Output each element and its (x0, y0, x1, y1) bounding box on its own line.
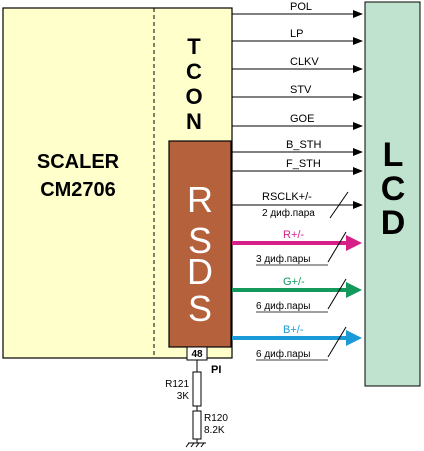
rsds-letter: R (187, 179, 213, 220)
signal-label-clkv: CLKV (290, 56, 319, 68)
scaler-title: SCALER (37, 151, 120, 173)
rsds-letter: S (188, 220, 212, 261)
rsclk-bus: RSCLK+/- 2 диф.пара (232, 191, 363, 219)
tcon-letter: T (187, 34, 201, 59)
r120-value: 8.2K (204, 425, 225, 436)
signal-label-goe: GOE (290, 113, 314, 125)
bus-g-shaft (232, 288, 347, 292)
bus-g-slash (327, 278, 347, 310)
bus-g-label: G+/- (283, 276, 305, 288)
rsds-letter: S (188, 288, 212, 329)
rsds-letter: D (187, 251, 213, 292)
tcon-label: T C O N (185, 34, 202, 134)
bus-r: R+/- 3 диф.пары (232, 229, 362, 266)
r121-ref: R121 (165, 379, 189, 390)
bus-g-pairs: 6 диф.пары (256, 300, 311, 312)
bus-g: G+/- 6 диф.пары (232, 276, 362, 313)
signal-label-lp: LP (290, 28, 303, 40)
r120-ref: R120 (204, 413, 228, 424)
bus-b: B+/- 6 диф.пары (232, 324, 362, 361)
lcd-letter: C (381, 170, 406, 208)
lcd-block: L C D (364, 1, 421, 387)
bus-g-arrowhead (346, 282, 362, 298)
r121-value: 3K (177, 391, 190, 402)
resistor-r121 (192, 371, 202, 407)
lcd-letter: L (383, 136, 404, 174)
bus-r-pairs: 3 диф.пары (256, 253, 311, 265)
control-signals: POL LP CLKV STV GOE B_STH F_STH (232, 1, 363, 175)
signal-label-b-sth: B_STH (286, 139, 322, 151)
rsds-block: R S D S (168, 140, 232, 348)
signal-label-f-sth: F_STH (286, 158, 321, 170)
bus-b-slash (327, 326, 347, 358)
bus-b-shaft (232, 336, 347, 340)
bus-b-pairs: 6 диф.пары (256, 348, 311, 360)
bus-r-slash (327, 231, 347, 263)
resistor-chain: R121 3K R120 8.2K (165, 360, 228, 448)
resistor-r120 (192, 410, 202, 440)
bus-r-label: R+/- (283, 229, 304, 241)
rsclk-label: RSCLK+/- (262, 191, 312, 203)
tcon-letter: C (186, 59, 202, 84)
ground-icon (185, 442, 206, 448)
tcon-letter: O (185, 84, 202, 109)
signal-label-pol: POL (290, 1, 312, 13)
lcd-box (364, 1, 421, 387)
rsclk-slash (329, 191, 349, 219)
scaler-model: CM2706 (40, 179, 116, 201)
pin-name: PI (211, 364, 221, 376)
bus-r-arrowhead (346, 235, 362, 251)
bus-b-arrowhead (346, 330, 362, 346)
lcd-letter: D (381, 204, 406, 242)
signal-label-stv: STV (290, 84, 312, 96)
bus-b-label: B+/- (283, 324, 304, 336)
bus-r-shaft (232, 241, 347, 245)
tcon-letter: N (186, 109, 202, 134)
pin-number: 48 (191, 349, 203, 360)
rsclk-pairs: 2 диф.пара (262, 207, 315, 219)
